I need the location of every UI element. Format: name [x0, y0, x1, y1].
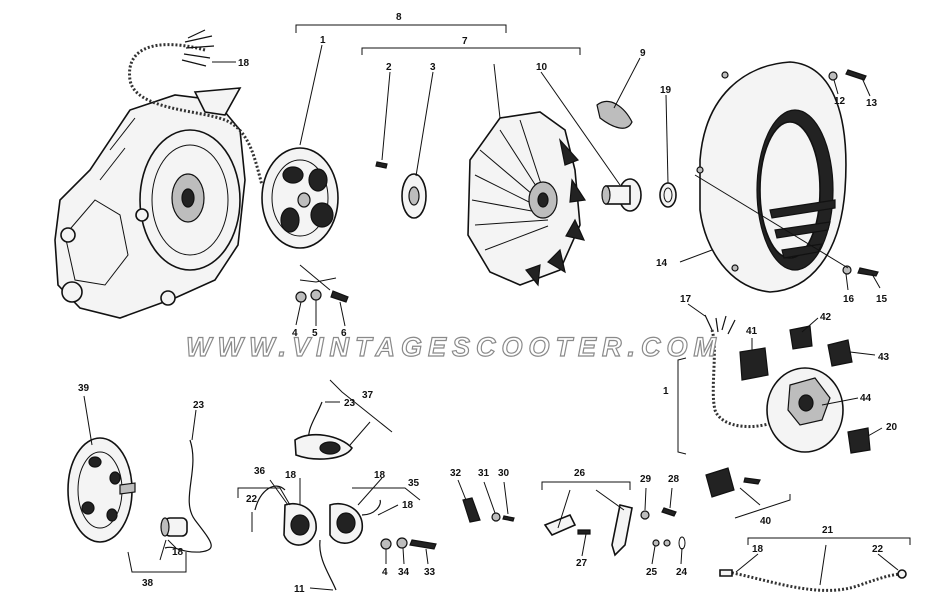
callout-18-coil-c: 18 [402, 500, 414, 511]
callout-37: 37 [362, 390, 374, 401]
callout-1-top: 1 [320, 35, 326, 46]
screws-12-13-15-16 [828, 69, 879, 277]
callout-23-left: 23 [193, 400, 205, 411]
callout-2: 2 [386, 62, 392, 73]
callout-14: 14 [656, 258, 668, 269]
leader-lines [83, 24, 911, 591]
stator-assembly-1-right [704, 314, 871, 454]
callout-labels: 8 1 7 9 18 2 3 10 19 12 13 14 16 15 17 4… [78, 12, 898, 595]
callout-19: 19 [660, 85, 672, 96]
hub-10 [601, 178, 642, 212]
callout-32: 32 [450, 468, 462, 479]
screw-2 [375, 161, 388, 169]
base-plate-39 [67, 437, 136, 543]
callout-43: 43 [878, 352, 890, 363]
callout-7: 7 [462, 36, 468, 47]
callout-13: 13 [866, 98, 878, 109]
screws-4-34-33 [380, 537, 437, 550]
callout-1-right: 1 [663, 386, 669, 397]
callout-31: 31 [478, 468, 490, 479]
cable-21 [719, 569, 907, 592]
pad-9 [596, 100, 633, 129]
callout-18-top: 18 [238, 58, 250, 69]
callout-4-top: 4 [292, 328, 298, 339]
breaker-26 [543, 504, 633, 557]
callout-22-right: 22 [872, 544, 884, 555]
callout-33: 33 [424, 567, 436, 578]
callout-36: 36 [254, 466, 266, 477]
callout-16: 16 [843, 294, 855, 305]
callout-39: 39 [78, 383, 90, 394]
callout-38: 38 [142, 578, 154, 589]
callout-9: 9 [640, 48, 646, 59]
callout-41: 41 [746, 326, 758, 337]
fan-cover-14 [696, 61, 847, 293]
wiring-harness-18 [128, 29, 264, 186]
callout-15: 15 [876, 294, 888, 305]
callout-5: 5 [312, 328, 318, 339]
callout-25: 25 [646, 567, 658, 578]
engine-case [54, 87, 246, 319]
callout-11: 11 [294, 584, 305, 595]
screws-29-28-25-24 [640, 507, 686, 550]
callout-27: 27 [576, 558, 588, 569]
callout-6: 6 [341, 328, 347, 339]
screws-4-5-6 [295, 289, 349, 303]
callout-21: 21 [822, 525, 834, 536]
condenser-38 [160, 439, 212, 553]
callout-18-coil-a: 18 [285, 470, 297, 481]
callout-17: 17 [680, 294, 692, 305]
regulator-40 [705, 467, 761, 498]
callout-44: 44 [860, 393, 872, 404]
callout-26: 26 [574, 468, 586, 479]
callout-4-bottom: 4 [382, 567, 388, 578]
small-parts-32-31-30 [462, 497, 515, 523]
callout-40: 40 [760, 516, 772, 527]
callout-18-coil-b: 18 [374, 470, 386, 481]
coils-35-36-37 [254, 401, 381, 591]
callout-12: 12 [834, 96, 846, 107]
callout-18-cable: 18 [752, 544, 764, 555]
callout-3: 3 [430, 62, 436, 73]
callout-18-bottom-left: 18 [172, 547, 184, 558]
callout-20: 20 [886, 422, 898, 433]
callout-8: 8 [396, 12, 402, 23]
callout-35: 35 [408, 478, 420, 489]
callout-10: 10 [536, 62, 548, 73]
callout-23-mid: 23 [344, 398, 356, 409]
callout-28: 28 [668, 474, 680, 485]
ring-19 [659, 182, 677, 208]
flywheel-7 [467, 111, 587, 287]
callout-42: 42 [820, 312, 832, 323]
washer-3 [401, 173, 427, 219]
stator-plate-1 [261, 147, 339, 249]
watermark-text: WWW.VINTAGESCOOTER.COM [186, 332, 722, 362]
callout-30: 30 [498, 468, 510, 479]
callout-34: 34 [398, 567, 410, 578]
callout-24: 24 [676, 567, 688, 578]
callout-22-left: 22 [246, 494, 258, 505]
callout-29: 29 [640, 474, 652, 485]
